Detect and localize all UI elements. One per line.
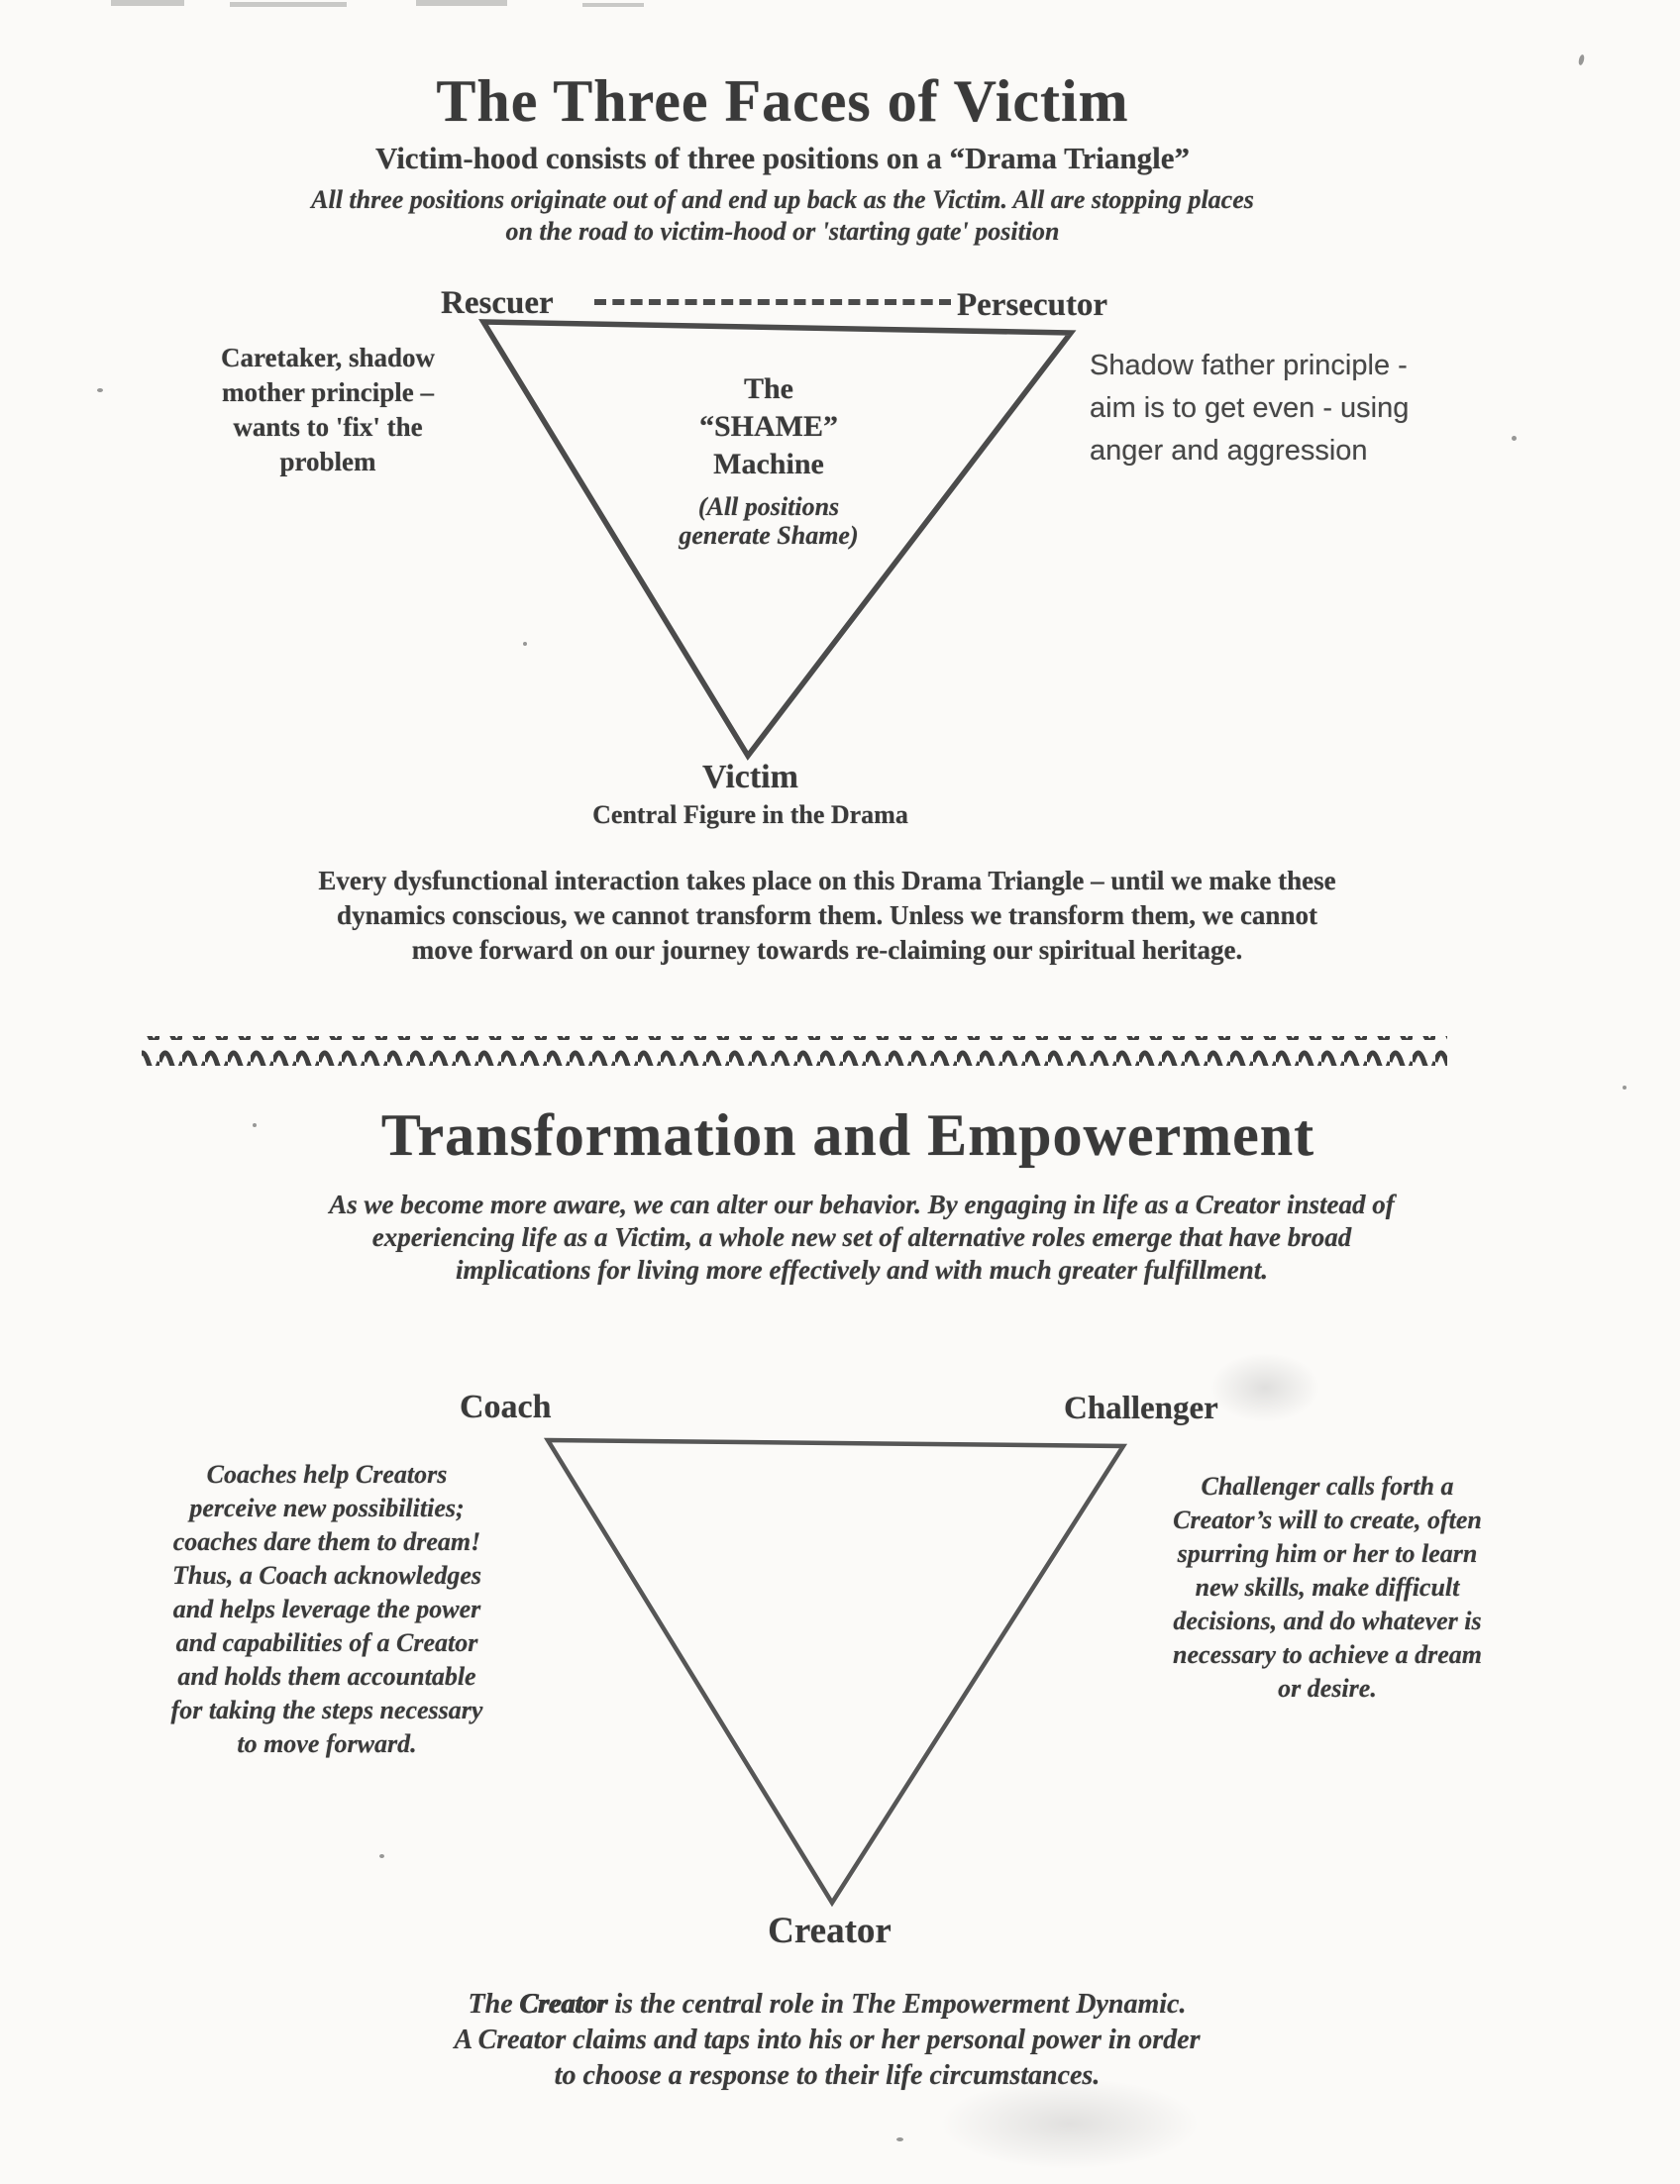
text-line: move forward on our journey towards re-c…	[411, 935, 1243, 965]
tagline: All three positions originate out of and…	[0, 184, 1565, 248]
scan-smudge	[941, 2078, 1199, 2169]
text-line: coaches dare them to dream!	[172, 1527, 481, 1556]
text-line: or desire.	[1278, 1674, 1377, 1703]
text-line: perceive new possibilities;	[189, 1494, 465, 1522]
text-line: Creator’s will to create, often	[1173, 1506, 1482, 1534]
text-line: experiencing life as a Victim, a whole n…	[371, 1222, 1352, 1252]
coach-note: Coaches help Creators perceive new possi…	[149, 1458, 505, 1761]
text-line: Thus, a Coach acknowledges	[171, 1561, 482, 1590]
dashed-connector	[594, 299, 951, 305]
shame-machine-note-line: (All positions	[697, 492, 840, 521]
text-line: and holds them accountable	[177, 1662, 476, 1691]
text-line: necessary to achieve a dream	[1173, 1640, 1482, 1669]
empowerment-triangle-shape	[543, 1437, 1128, 1908]
text-line: spurring him or her to learn	[1177, 1539, 1478, 1568]
scan-speck	[1577, 53, 1586, 66]
text-line: mother principle –	[222, 377, 434, 407]
shame-machine-line: “SHAME”	[698, 410, 838, 443]
text-line: Caretaker, shadow	[220, 343, 435, 372]
rescuer-label: Rescuer	[441, 285, 554, 321]
scan-edge-fragment	[416, 0, 507, 6]
text-line: Every dysfunctional interaction takes pl…	[318, 866, 1336, 895]
scan-speck	[97, 388, 103, 392]
text-span: The	[468, 1989, 520, 2020]
tagline-line: on the road to victim-hood or 'starting …	[505, 217, 1060, 246]
text-line: Challenger calls forth a	[1201, 1472, 1454, 1501]
scan-edge-fragment	[230, 2, 347, 7]
text-line: and capabilities of a Creator	[175, 1628, 478, 1657]
scan-speck	[379, 1854, 384, 1858]
text-line: for taking the steps necessary	[170, 1696, 483, 1724]
empowerment-intro: As we become more aware, we can alter ou…	[178, 1189, 1545, 1287]
closing-paragraph: The Creator is the central role in The E…	[228, 1987, 1426, 2094]
scan-edge-fragment	[111, 0, 184, 6]
text-line: Coaches help Creators	[206, 1460, 448, 1489]
text-line: problem	[279, 447, 376, 476]
drama-paragraph: Every dysfunctional interaction takes pl…	[228, 864, 1426, 968]
scan-speck	[523, 642, 527, 646]
coach-label: Coach	[460, 1389, 552, 1425]
text-line: new skills, make difficult	[1195, 1573, 1460, 1602]
text-line: to move forward.	[237, 1729, 417, 1758]
wavy-divider	[142, 1036, 1447, 1066]
text-line: decisions, and do whatever is	[1173, 1607, 1482, 1635]
text-line: anger and aggression	[1090, 435, 1368, 467]
text-line: aim is to get even - using	[1090, 392, 1410, 424]
page-title: The Three Faces of Victim	[436, 68, 1129, 134]
rescuer-note: Caretaker, shadow mother principle – wan…	[196, 341, 460, 479]
shame-machine-line: Machine	[713, 448, 824, 480]
shame-machine-note-line: generate Shame)	[679, 521, 859, 550]
shame-machine-text: The “SHAME” Machine (All positions gener…	[620, 370, 917, 550]
text-line: The Creator is the central role in The E…	[228, 1987, 1426, 2023]
scan-speck	[896, 2137, 903, 2141]
scan-smudge	[1210, 1353, 1319, 1422]
empowerment-title: Transformation and Empowerment	[380, 1102, 1315, 1168]
scan-speck	[1512, 436, 1517, 441]
tagline-line: All three positions originate out of and…	[311, 185, 1254, 214]
page-subtitle: Victim-hood consists of three positions …	[374, 141, 1191, 175]
scan-speck	[253, 1123, 257, 1127]
text-line: A Creator claims and taps into his or he…	[454, 2025, 1201, 2055]
victim-label: Victim	[702, 759, 798, 795]
text-span: is the central role in The Empowerment D…	[607, 1989, 1187, 2020]
text-line: to choose a response to their life circu…	[554, 2060, 1101, 2091]
challenger-label: Challenger	[1064, 1391, 1218, 1426]
text-line: wants to 'fix' the	[233, 412, 423, 442]
persecutor-label: Persecutor	[957, 287, 1108, 323]
creator-emphasis: Creator	[519, 1989, 608, 2020]
scan-speck	[1623, 1086, 1627, 1090]
text-line: Shadow father principle -	[1090, 350, 1408, 381]
text-line: dynamics conscious, we cannot transform …	[337, 900, 1317, 930]
creator-label: Creator	[768, 1911, 892, 1951]
shame-machine-line: The	[743, 372, 793, 405]
text-line: As we become more aware, we can alter ou…	[329, 1190, 1395, 1219]
text-line: and helps leverage the power	[172, 1595, 481, 1623]
persecutor-note: Shadow father principle - aim is to get …	[1090, 345, 1466, 472]
challenger-note: Challenger calls forth a Creator’s will …	[1147, 1470, 1508, 1706]
text-line: implications for living more effectively…	[456, 1255, 1268, 1285]
scan-edge-fragment	[582, 3, 644, 7]
victim-caption: Central Figure in the Drama	[592, 800, 908, 829]
